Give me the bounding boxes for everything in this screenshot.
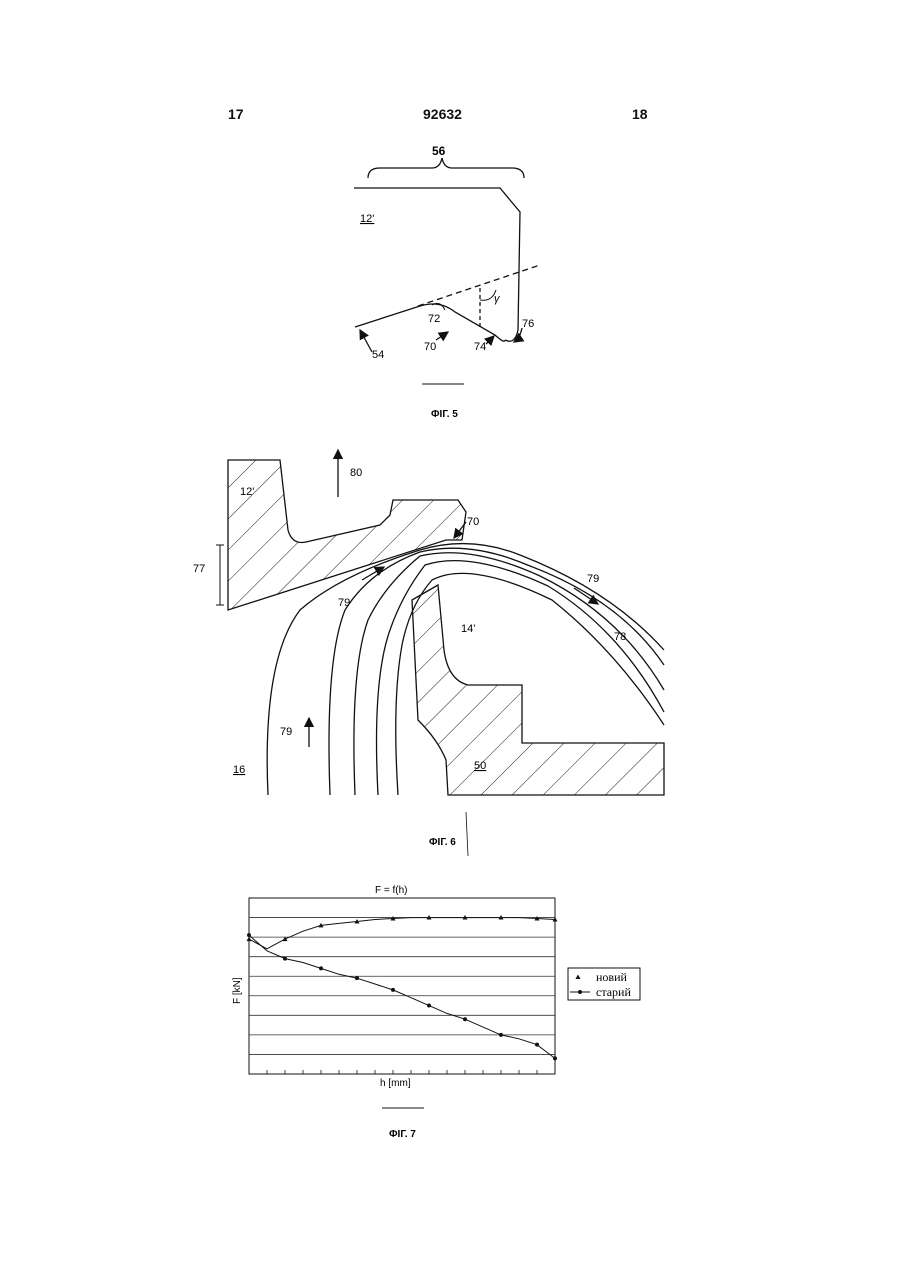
data-point bbox=[463, 1017, 467, 1021]
data-point bbox=[499, 1033, 503, 1037]
label-76: 76 bbox=[522, 318, 534, 330]
data-point bbox=[355, 976, 359, 980]
label-12p-fig6: 12' bbox=[240, 486, 254, 498]
dimension-brace-56 bbox=[368, 158, 524, 178]
label-70-fig6: 70 bbox=[467, 516, 479, 528]
chart-title: F = f(h) bbox=[375, 885, 408, 896]
label-72: 72 bbox=[428, 313, 440, 325]
figure-6 bbox=[216, 450, 664, 856]
leader-74 bbox=[486, 336, 494, 344]
data-point bbox=[391, 988, 395, 992]
label-54: 54 bbox=[372, 349, 384, 361]
label-79-middle: 79 bbox=[338, 597, 350, 609]
data-point bbox=[553, 1056, 557, 1060]
label-12p: 12' bbox=[360, 213, 374, 225]
label-79-bottom: 79 bbox=[280, 726, 292, 738]
x-axis-label: h [mm] bbox=[380, 1078, 411, 1089]
label-77: 77 bbox=[193, 563, 205, 575]
series-line-0 bbox=[249, 918, 555, 949]
tangent-dashed-line bbox=[418, 265, 540, 306]
leader-70 bbox=[436, 332, 448, 340]
legend-label-old: старий bbox=[596, 985, 631, 999]
chart-x-ticks bbox=[249, 1070, 555, 1074]
data-point bbox=[247, 933, 251, 937]
label-78: 78 bbox=[614, 631, 626, 643]
figure-7-caption: ФІГ. 7 bbox=[389, 1129, 416, 1140]
hatched-part-12p bbox=[228, 460, 466, 610]
label-79-right: 79 bbox=[587, 573, 599, 585]
legend-marker-circle bbox=[578, 990, 582, 994]
arrow-79-right bbox=[574, 588, 598, 604]
label-gamma: γ bbox=[494, 293, 501, 305]
leader-54 bbox=[360, 330, 372, 352]
data-point bbox=[283, 957, 287, 961]
hatched-part-14p bbox=[412, 585, 664, 795]
figure-5-caption: ФІГ. 5 bbox=[431, 409, 458, 420]
label-16: 16 bbox=[233, 764, 245, 776]
data-point bbox=[535, 1043, 539, 1047]
label-50: 50 bbox=[474, 760, 486, 772]
data-point bbox=[427, 1004, 431, 1008]
label-56: 56 bbox=[432, 144, 446, 158]
plot-area bbox=[249, 898, 555, 1074]
legend-label-new: новий bbox=[596, 970, 628, 984]
chart-gridlines bbox=[249, 918, 555, 1055]
separator-line-6 bbox=[466, 812, 468, 856]
label-80: 80 bbox=[350, 467, 362, 479]
label-70: 70 bbox=[424, 341, 436, 353]
label-14p: 14' bbox=[461, 623, 475, 635]
series-line-1 bbox=[249, 935, 555, 1058]
data-point bbox=[319, 966, 323, 970]
chart-legend: новий старий bbox=[568, 968, 640, 1000]
figure-6-caption: ФІГ. 6 bbox=[429, 837, 456, 848]
label-74: 74 bbox=[474, 341, 486, 353]
y-axis-label: F [kN] bbox=[232, 977, 243, 1004]
